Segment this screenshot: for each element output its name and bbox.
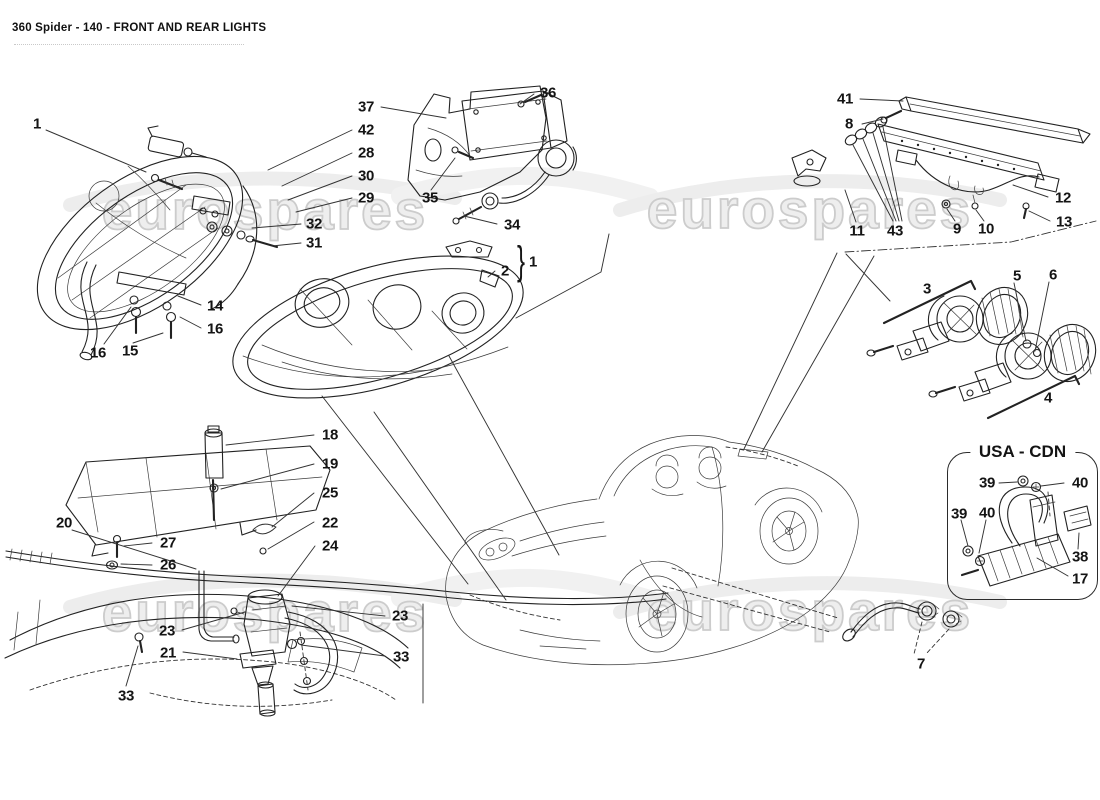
callout-32: 32 bbox=[305, 215, 323, 233]
bulb-cable-drawing bbox=[842, 601, 963, 642]
watermark-text: eurospares bbox=[646, 177, 974, 241]
front-bumper-washer-drawing bbox=[4, 425, 669, 717]
callout-39: 39 bbox=[950, 505, 968, 523]
callout-22: 22 bbox=[321, 514, 339, 532]
callout-14: 14 bbox=[206, 297, 224, 315]
callout-16: 16 bbox=[89, 344, 107, 362]
callout-28: 28 bbox=[357, 144, 375, 162]
headlight-cover-drawing bbox=[232, 240, 524, 399]
callout-36: 36 bbox=[539, 84, 557, 102]
callout-12: 12 bbox=[1054, 189, 1072, 207]
watermark-text: eurospares bbox=[646, 579, 974, 643]
rear-light-assemblies-drawing bbox=[866, 279, 1097, 420]
callout-37: 37 bbox=[357, 98, 375, 116]
callout-3: 3 bbox=[922, 280, 932, 298]
callout-13: 13 bbox=[1055, 213, 1073, 231]
callout-10: 10 bbox=[977, 220, 995, 238]
callout-20: 20 bbox=[55, 514, 73, 532]
usa-cdn-title: USA - CDN bbox=[969, 442, 1076, 462]
callout-35: 35 bbox=[421, 189, 439, 207]
title-underline-artifact bbox=[14, 44, 244, 45]
callout-18: 18 bbox=[321, 426, 339, 444]
callout-31: 31 bbox=[305, 234, 323, 252]
callout-11: 11 bbox=[849, 222, 865, 240]
callout-25: 25 bbox=[321, 484, 339, 502]
callout-9: 9 bbox=[952, 220, 962, 238]
callout-33: 33 bbox=[392, 648, 410, 666]
callout-2: 2 bbox=[500, 262, 510, 280]
callout-7: 7 bbox=[916, 655, 926, 673]
callout-group-brace: } bbox=[516, 237, 526, 283]
callout-5: 5 bbox=[1012, 267, 1022, 285]
headlight-bracket-ecu-drawing bbox=[407, 85, 577, 225]
callout-4: 4 bbox=[1043, 389, 1053, 407]
third-brake-light-drawing bbox=[791, 96, 1091, 220]
callout-8: 8 bbox=[844, 115, 854, 133]
callout-43: 43 bbox=[886, 222, 904, 240]
usa-cdn-inset-box: USA - CDN bbox=[947, 442, 1098, 600]
callout-40: 40 bbox=[1071, 474, 1089, 492]
page-title: 360 Spider - 140 - FRONT AND REAR LIGHTS bbox=[12, 22, 267, 34]
callout-6: 6 bbox=[1048, 266, 1058, 284]
callout-41: 41 bbox=[836, 90, 854, 108]
callout-29: 29 bbox=[357, 189, 375, 207]
callout-39: 39 bbox=[978, 474, 996, 492]
callout-34: 34 bbox=[503, 216, 521, 234]
callout-23: 23 bbox=[158, 622, 176, 640]
callout-24: 24 bbox=[321, 537, 339, 555]
callout-21: 21 bbox=[159, 644, 177, 662]
callout-19: 19 bbox=[321, 455, 339, 473]
callout-27: 27 bbox=[159, 534, 177, 552]
usa-cdn-inset-drawing bbox=[960, 475, 1092, 587]
callout-15: 15 bbox=[121, 342, 139, 360]
leader-lines bbox=[45, 93, 1097, 704]
callout-33: 33 bbox=[117, 687, 135, 705]
callout-40: 40 bbox=[978, 504, 996, 522]
callout-17: 17 bbox=[1071, 570, 1089, 588]
callout-38: 38 bbox=[1071, 548, 1089, 566]
callout-42: 42 bbox=[357, 121, 375, 139]
watermark-text: eurospares bbox=[101, 178, 429, 242]
callout-1: 1 bbox=[32, 115, 42, 133]
callout-23: 23 bbox=[391, 607, 409, 625]
callout-1: 1 bbox=[528, 253, 538, 271]
callout-30: 30 bbox=[357, 167, 375, 185]
callout-26: 26 bbox=[159, 556, 177, 574]
callout-16: 16 bbox=[206, 320, 224, 338]
